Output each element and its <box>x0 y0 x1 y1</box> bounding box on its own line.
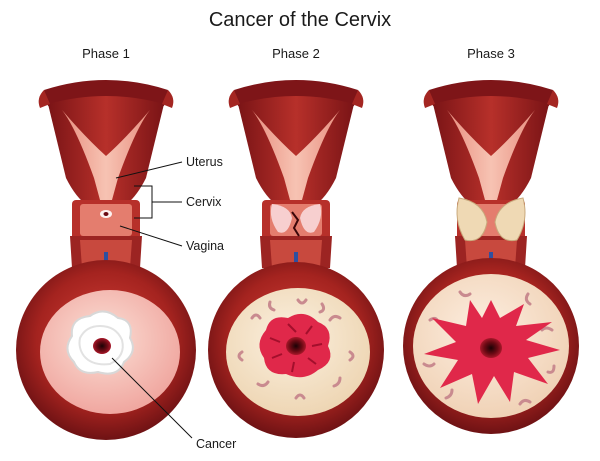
uterus-label: Uterus <box>186 155 223 169</box>
cervix-label: Cervix <box>186 195 222 209</box>
cervix-view-phase-2 <box>208 262 384 438</box>
cervix-view-phase-1 <box>16 260 196 440</box>
uterus-phase-1 <box>38 80 174 268</box>
uterus-phase-2 <box>228 80 364 268</box>
phase-3-label: Phase 3 <box>467 46 515 61</box>
cancer-leader-line <box>111 357 193 439</box>
uterus-leader-line <box>115 161 183 179</box>
cancer-label: Cancer <box>196 437 236 451</box>
phase-2-label: Phase 2 <box>272 46 320 61</box>
vagina-label: Vagina <box>186 239 224 253</box>
diagram-title: Cancer of the Cervix <box>209 9 391 31</box>
phase-1-label: Phase 1 <box>82 46 130 61</box>
uterus-phase-3 <box>423 80 559 268</box>
vagina-leader-line <box>119 225 183 247</box>
cervix-view-phase-3 <box>403 258 579 434</box>
